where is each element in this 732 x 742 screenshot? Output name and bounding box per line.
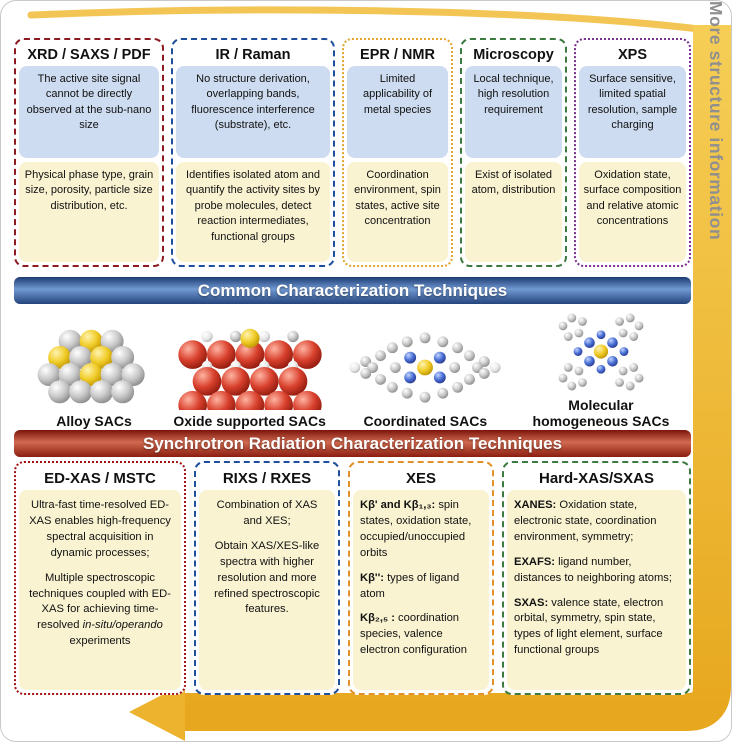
term-label: XANES: [514, 499, 557, 511]
synchrotron-techniques-banner: Synchrotron Radiation Characterization T… [14, 430, 691, 457]
alloy-sacs-label: Alloy SACs [56, 412, 132, 429]
synchrotron-techniques-row: ED-XAS / MSTC Ultra-fast time-resolved E… [14, 461, 691, 695]
capabilities-panel: Oxidation state, surface composition and… [579, 162, 686, 262]
coordinated-sacs-image [349, 332, 501, 403]
capabilities-panel: Identifies isolated atom and quantify th… [176, 162, 330, 262]
term-label: EXAFS: [514, 555, 556, 568]
oxide-sacs-label: Oxide supported SACs [173, 412, 326, 429]
paragraph: Combination of XAS and XES; [216, 499, 318, 527]
technique-card-xes: XES Kβ' and Kβ₁,₃: spin states, oxidatio… [348, 461, 494, 695]
paragraph: Multiple spectroscopic techniques couple… [26, 571, 174, 651]
limitations-panel: Limited applicability of metal species [347, 66, 448, 158]
capabilities-panel: Ultra-fast time-resolved ED-XAS enables … [19, 490, 181, 690]
technique-card-hard-xas: Hard-XAS/SXAS XANES: Oxidation state, el… [502, 461, 691, 695]
term-desc: types of ligand atom [360, 571, 460, 600]
xes-item: Kβ₂,₅ : coordination species, valence el… [360, 611, 482, 659]
term-desc: coordination species, valence electron c… [360, 612, 467, 657]
technique-card-xps: XPS Surface sensitive, limited spatial r… [574, 38, 691, 267]
side-caption: More structure information [706, 1, 726, 241]
xas-item: EXAFS: ligand number, distances to neigh… [514, 555, 679, 587]
card-title: Microscopy [473, 47, 554, 63]
term-label: Kβ'': [360, 571, 384, 584]
technique-card-xrd: XRD / SAXS / PDF The active site signal … [14, 38, 164, 267]
alloy-sacs-figure: Alloy SACs [24, 324, 164, 429]
coordinated-sacs-figure: Coordinated SACs [335, 326, 515, 429]
card-title: EPR / NMR [360, 47, 435, 63]
xes-item: Kβ' and Kβ₁,₃: spin states, oxidation st… [360, 498, 482, 562]
card-title: XRD / SAXS / PDF [27, 47, 151, 63]
molecular-sacs-image [558, 313, 644, 391]
card-title: XES [405, 470, 436, 487]
coordinated-sacs-label: Coordinated SACs [363, 412, 488, 429]
common-techniques-banner: Common Characterization Techniques [14, 277, 691, 304]
term-label: Kβ₂,₅ : [360, 612, 395, 625]
xas-item: XANES: Oxidation state, electronic state… [514, 498, 679, 546]
technique-card-ed-xas: ED-XAS / MSTC Ultra-fast time-resolved E… [14, 461, 186, 695]
paragraph: Obtain XAS/XES-like spectra with higher … [214, 539, 320, 616]
limitations-panel: Local technique, high resolution require… [465, 66, 562, 158]
limitations-panel: No structure derivation, overlapping ban… [176, 66, 330, 158]
card-title: IR / Raman [215, 47, 291, 63]
term-label: Kβ' and Kβ₁,₃: [360, 499, 436, 511]
capabilities-panel: XANES: Oxidation state, electronic state… [507, 490, 686, 690]
text-part-italic: in-situ/operando [82, 619, 163, 632]
text-part: Multiple spectroscopic techniques couple… [29, 571, 171, 632]
card-title: XPS [617, 47, 647, 63]
xes-item: Kβ'': types of ligand atom [360, 571, 482, 603]
capabilities-panel: Combination of XAS and XES; Obtain XAS/X… [199, 490, 335, 690]
limitations-panel: The active site signal cannot be directl… [19, 66, 159, 158]
capabilities-panel: Kβ' and Kβ₁,₃: spin states, oxidation st… [353, 490, 489, 690]
xas-item: SXAS: valence state, electron orbital, s… [514, 596, 679, 660]
text-part: experiments [69, 635, 131, 648]
card-title: RIXS / RXES [222, 470, 312, 487]
molecular-sacs-figure: Molecular homogeneous SACs [521, 310, 681, 429]
oxide-sacs-figure: Oxide supported SACs [170, 324, 330, 429]
technique-card-rixs: RIXS / RXES Combination of XAS and XES; … [194, 461, 340, 695]
alloy-sacs-image [37, 329, 145, 404]
term-desc: spin states, oxidation state, occupied/u… [360, 499, 472, 559]
technique-card-ir-raman: IR / Raman No structure derivation, over… [171, 38, 335, 267]
term-desc: Oxidation state, electronic state, coord… [514, 499, 657, 543]
card-title: Hard-XAS/SXAS [538, 470, 655, 487]
term-desc: ligand number, distances to neighboring … [514, 555, 672, 584]
technique-card-epr-nmr: EPR / NMR Limited applicability of metal… [342, 38, 453, 267]
common-techniques-row: XRD / SAXS / PDF The active site signal … [14, 38, 691, 267]
term-desc: valence state, electron orbital, symmetr… [514, 596, 664, 657]
card-title: ED-XAS / MSTC [44, 470, 156, 487]
capabilities-panel: Physical phase type, grain size, porosit… [19, 162, 159, 262]
capabilities-panel: Exist of isolated atom, distribution [465, 162, 562, 262]
oxide-sacs-image [177, 328, 322, 410]
paragraph: Ultra-fast time-resolved ED-XAS enables … [29, 499, 171, 559]
term-label: SXAS: [514, 596, 549, 609]
technique-card-microscopy: Microscopy Local technique, high resolut… [460, 38, 567, 267]
capabilities-panel: Coordination environment, spin states, a… [347, 162, 448, 262]
molecular-sacs-label: Molecular homogeneous SACs [532, 396, 670, 429]
limitations-panel: Surface sensitive, limited spatial resol… [579, 66, 686, 158]
sac-models-row: Alloy SACs Oxide supported SACs [14, 305, 691, 429]
